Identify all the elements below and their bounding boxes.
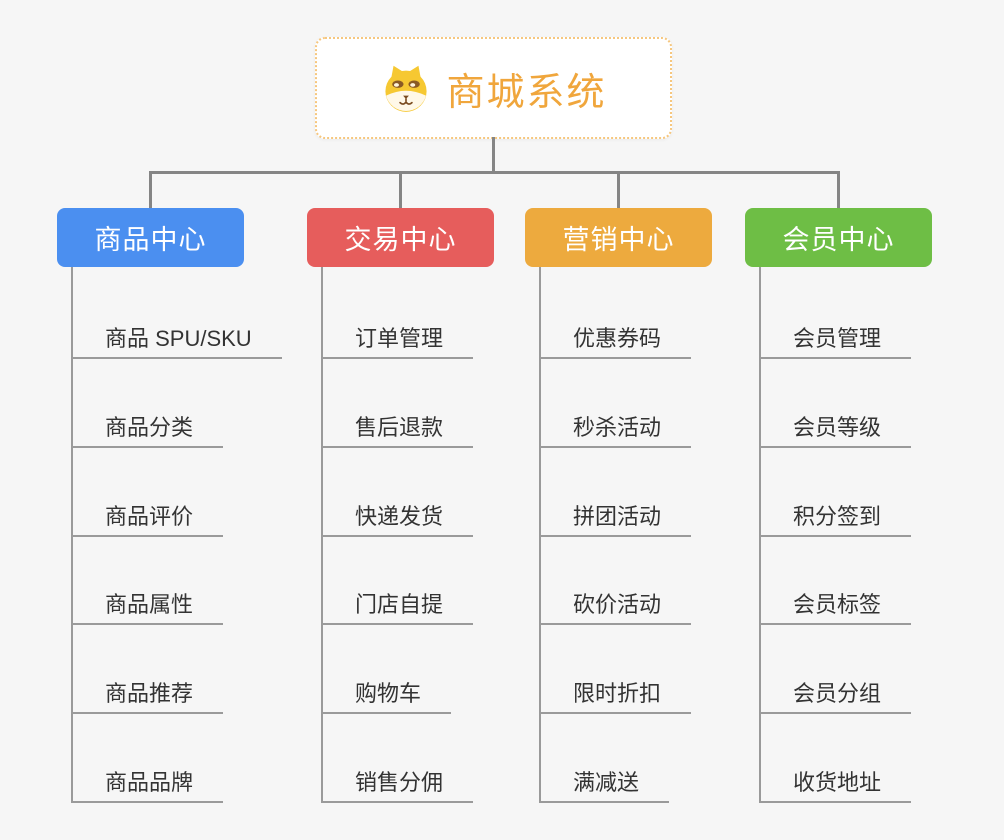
leaf-node[interactable]: 快递发货 [321,501,474,537]
branch-label: 会员中心 [782,225,895,255]
leaf-node[interactable]: 砍价活动 [539,589,692,626]
root-node-mall-system[interactable]: 商城系统 [315,37,672,139]
branch-label: 交易中心 [344,225,457,255]
leaf-node[interactable]: 商品评价 [71,501,224,537]
branch-header-products[interactable]: 商品中心 [57,208,244,267]
leaf-node[interactable]: 会员标签 [759,589,912,626]
connector-horizontal-line [149,171,840,174]
branch-label: 商品中心 [94,225,207,255]
branch-trunk-line [71,267,73,801]
leaf-node[interactable]: 优惠券码 [539,323,692,359]
leaf-node[interactable]: 商品 SPU/SKU [71,323,282,359]
leaf-node[interactable]: 会员分组 [759,678,912,715]
connector-drop-products [149,173,152,208]
connector-drop-trade [399,173,402,208]
branch-column-products: 商品中心 商品 SPU/SKU 商品分类商品评价商品属性商品推荐商品品牌 [57,208,317,828]
branch-column-trade: 交易中心 订单管理售后退款快递发货门店自提购物车销售分佣 [307,208,567,828]
leaf-node[interactable]: 积分签到 [759,501,912,537]
leaf-node[interactable]: 商品品牌 [71,767,224,803]
connector-drop-marketing [617,173,620,208]
leaf-node[interactable]: 购物车 [321,678,452,715]
leaf-node[interactable]: 商品推荐 [71,678,224,715]
branch-label: 营销中心 [562,225,675,255]
connector-drop-members [837,173,840,208]
leaf-node[interactable]: 限时折扣 [539,678,692,715]
branch-trunk-line [759,267,761,801]
leaf-node[interactable]: 订单管理 [321,323,474,359]
leaf-node[interactable]: 商品属性 [71,589,224,626]
leaf-node[interactable]: 门店自提 [321,589,474,626]
leaf-node[interactable]: 销售分佣 [321,767,474,803]
leaf-node[interactable]: 售后退款 [321,412,474,448]
leaf-node[interactable]: 会员管理 [759,323,912,359]
branch-column-marketing: 营销中心 优惠券码秒杀活动拼团活动砍价活动限时折扣满减送 [525,208,785,828]
leaf-node[interactable]: 商品分类 [71,412,224,448]
root-title: 商城系统 [446,71,607,114]
dog-icon [380,62,432,114]
branch-column-members: 会员中心 会员管理会员等级积分签到会员标签会员分组收货地址 [745,208,1004,828]
leaf-node[interactable]: 满减送 [539,767,670,803]
branch-trunk-line [539,267,541,801]
branch-header-marketing[interactable]: 营销中心 [525,208,712,267]
leaf-node[interactable]: 会员等级 [759,412,912,448]
branch-header-trade[interactable]: 交易中心 [307,208,494,267]
leaf-node[interactable]: 秒杀活动 [539,412,692,448]
connector-root-stub [492,137,495,174]
branch-header-members[interactable]: 会员中心 [745,208,932,267]
leaf-node[interactable]: 收货地址 [759,767,912,803]
leaf-node[interactable]: 拼团活动 [539,501,692,537]
branch-trunk-line [321,267,323,801]
